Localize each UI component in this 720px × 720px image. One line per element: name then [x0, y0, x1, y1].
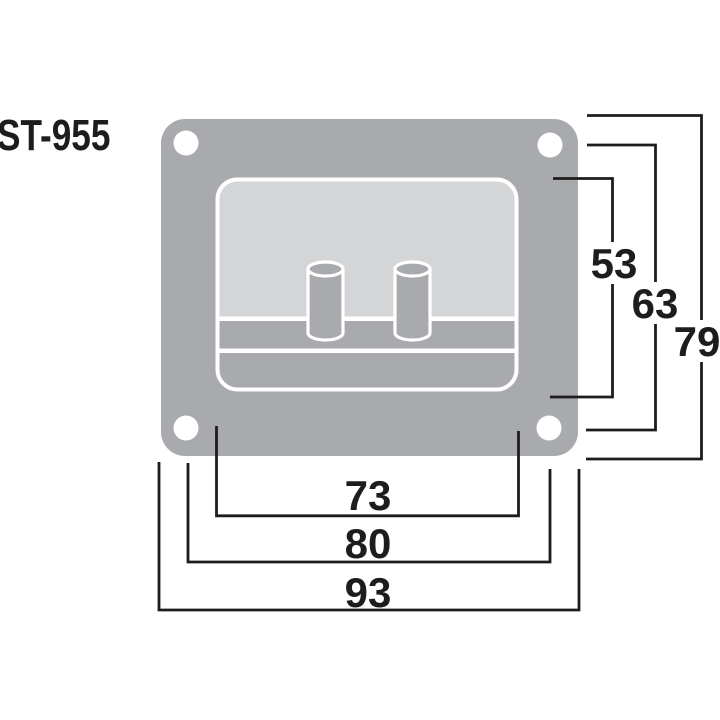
terminal-post-right	[393, 260, 432, 342]
dimension-line	[587, 114, 703, 320]
dimension-line	[553, 177, 614, 242]
recess-step-line-lower	[215, 348, 519, 353]
mounting-hole-bottom-left	[173, 415, 199, 441]
dimension-value-53: 53	[591, 240, 638, 287]
terminal-recess	[215, 177, 519, 392]
recess-outline	[215, 177, 519, 392]
dimension-overall-width: 93	[157, 462, 581, 616]
dimension-value-93: 93	[345, 569, 392, 616]
model-number-label: ST-955	[0, 111, 110, 160]
dimension-line	[586, 324, 657, 432]
dimension-overall-height: 79	[586, 114, 720, 461]
terminal-post-right-top	[393, 260, 432, 278]
mounting-hole-top-left	[173, 130, 199, 156]
dimension-hole-pitch-vertical: 63	[586, 143, 679, 432]
terminal-post-left-body	[306, 267, 345, 342]
dimension-hole-pitch-horizontal: 80	[186, 463, 552, 567]
mounting-hole-top-right	[537, 132, 563, 158]
recess-step-line-upper	[215, 316, 519, 321]
terminal-post-right-body	[393, 267, 432, 342]
terminal-post-left	[306, 260, 345, 342]
dimension-line	[157, 462, 581, 612]
mounting-hole-bottom-right	[536, 415, 562, 441]
dimension-value-80: 80	[345, 520, 392, 567]
dimension-recess-height: 53	[550, 177, 638, 399]
terminal-post-left-top	[306, 260, 345, 278]
terminal-plate	[161, 119, 578, 456]
dimension-line	[586, 362, 703, 461]
dimension-value-63: 63	[632, 280, 679, 327]
dimension-line	[550, 284, 614, 399]
dimension-value-79: 79	[674, 318, 720, 365]
dimension-recess-width: 73	[215, 426, 520, 519]
dimension-line	[186, 463, 552, 564]
dimension-line	[215, 426, 520, 518]
dimension-value-73: 73	[345, 472, 392, 519]
dimension-line	[587, 143, 657, 282]
recess-lower-step	[215, 319, 519, 392]
